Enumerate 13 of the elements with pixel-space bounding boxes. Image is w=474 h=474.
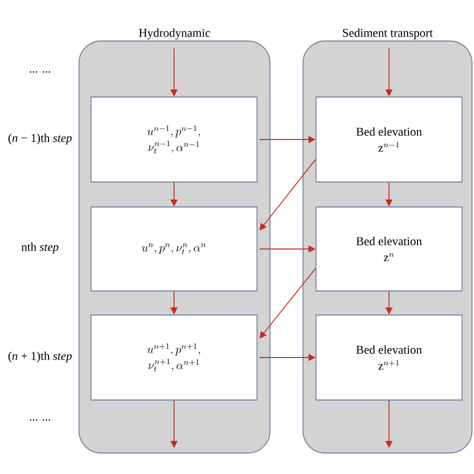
variable-box: Bed elevation $\mathrm{z}^{n+1}$	[316, 314, 462, 400]
variable-box: Bed elevation $\mathrm{z}^{n}$	[316, 206, 462, 292]
variable-box: Bed elevation $\mathrm{z}^{n-1}$	[316, 96, 462, 182]
panel-title: Sediment transport	[342, 28, 433, 40]
variable-box: $u^{n+1}, p^{n+1},$ $\nu_t^{n+1}, \alpha^{n+1}$	[90, 314, 258, 400]
step-label: (n − 1)th step	[8, 134, 72, 144]
step-label: nth step	[22, 242, 58, 254]
variable-box: $u^{n}, p^{n}, \nu_t^{n}, \alpha^{n}$	[90, 206, 258, 292]
ellipsis-label: ... ...	[30, 71, 50, 73]
ellipsis-label: ... ...	[30, 419, 50, 421]
panel-title: Hydrodynamic	[139, 28, 210, 40]
variable-box: $u^{n-1}, p^{n-1},$ $\nu_t^{n-1}, \alpha^{n-1}$	[90, 96, 258, 182]
step-label: (n + 1)th step	[8, 352, 72, 362]
